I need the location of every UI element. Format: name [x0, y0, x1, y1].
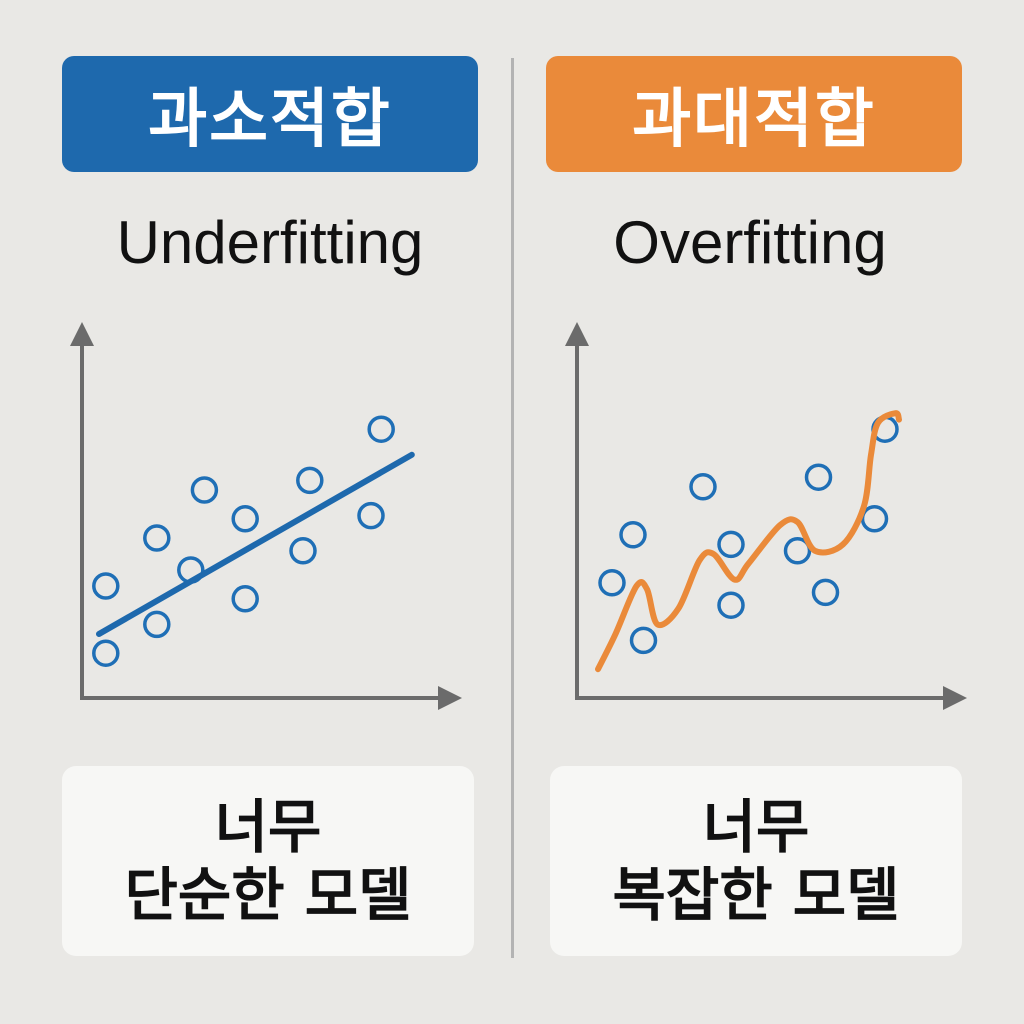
overfitting-data-point-1 [598, 569, 626, 597]
underfitting-title-en: Underfitting [116, 209, 424, 276]
underfitting-x-axis-arrow [438, 686, 462, 710]
overfitting-data-point-5 [717, 530, 745, 559]
underfitting-data-point-12 [367, 415, 395, 443]
overfitting-data-point-6 [717, 591, 745, 619]
overfitting-data-point-3 [629, 626, 658, 655]
underfitting-panel: 과소적합 Underfitting 너무 단순한 모델 [62, 56, 478, 956]
overfitting-caption-line2: 복잡한 모델 [612, 861, 900, 929]
overfitting-title-ko: 과대적합 [632, 83, 876, 157]
underfitting-data-point-1 [92, 639, 120, 667]
underfitting-data-point-4 [143, 524, 171, 552]
overfitting-title-en: Overfitting [613, 209, 887, 276]
underfitting-data-point-10 [296, 466, 324, 495]
overfitting-caption-line1: 너무 [702, 792, 810, 861]
underfitting-caption-line2: 단순한 모델 [124, 861, 412, 929]
underfitting-y-axis-arrow [70, 322, 94, 346]
underfitting-title-ko: 과소적합 [148, 83, 392, 157]
underfitting-title-banner: 과소적합 [62, 56, 478, 172]
underfitting-data-point-6 [190, 476, 219, 504]
underfitting-data-point-7 [231, 585, 259, 613]
overfitting-caption: 너무 복잡한 모델 [550, 766, 962, 956]
underfitting-caption-line1: 너무 [214, 792, 322, 861]
overfitting-data-point-7 [783, 537, 812, 565]
center-divider [511, 58, 514, 958]
underfitting-data-point-8 [231, 505, 259, 533]
overfitting-title-banner: 과대적합 [546, 56, 962, 172]
overfitting-plot [565, 322, 967, 710]
overfitting-panel: 과대적합 Overfitting 너무 복잡한 모델 [512, 0, 1024, 1024]
underfitting-data-point-9 [289, 537, 317, 565]
underfitting-data-point-3 [143, 610, 171, 639]
underfitting-caption: 너무 단순한 모델 [62, 766, 474, 956]
overfitting-data-point-4 [689, 473, 717, 501]
overfitting-data-point-10 [860, 505, 889, 533]
underfitting-data-point-11 [357, 501, 385, 530]
underfitting-fit-line [96, 451, 415, 637]
overfitting-fit-line [595, 410, 902, 673]
underfitting-data-point-2 [92, 572, 120, 600]
overfitting-data-point-2 [619, 521, 647, 549]
overfitting-x-axis-arrow [943, 686, 967, 710]
underfitting-plot [70, 322, 462, 710]
overfitting-y-axis-arrow [565, 322, 589, 346]
overfitting-data-point-9 [811, 578, 840, 607]
overfitting-data-point-8 [804, 463, 833, 491]
